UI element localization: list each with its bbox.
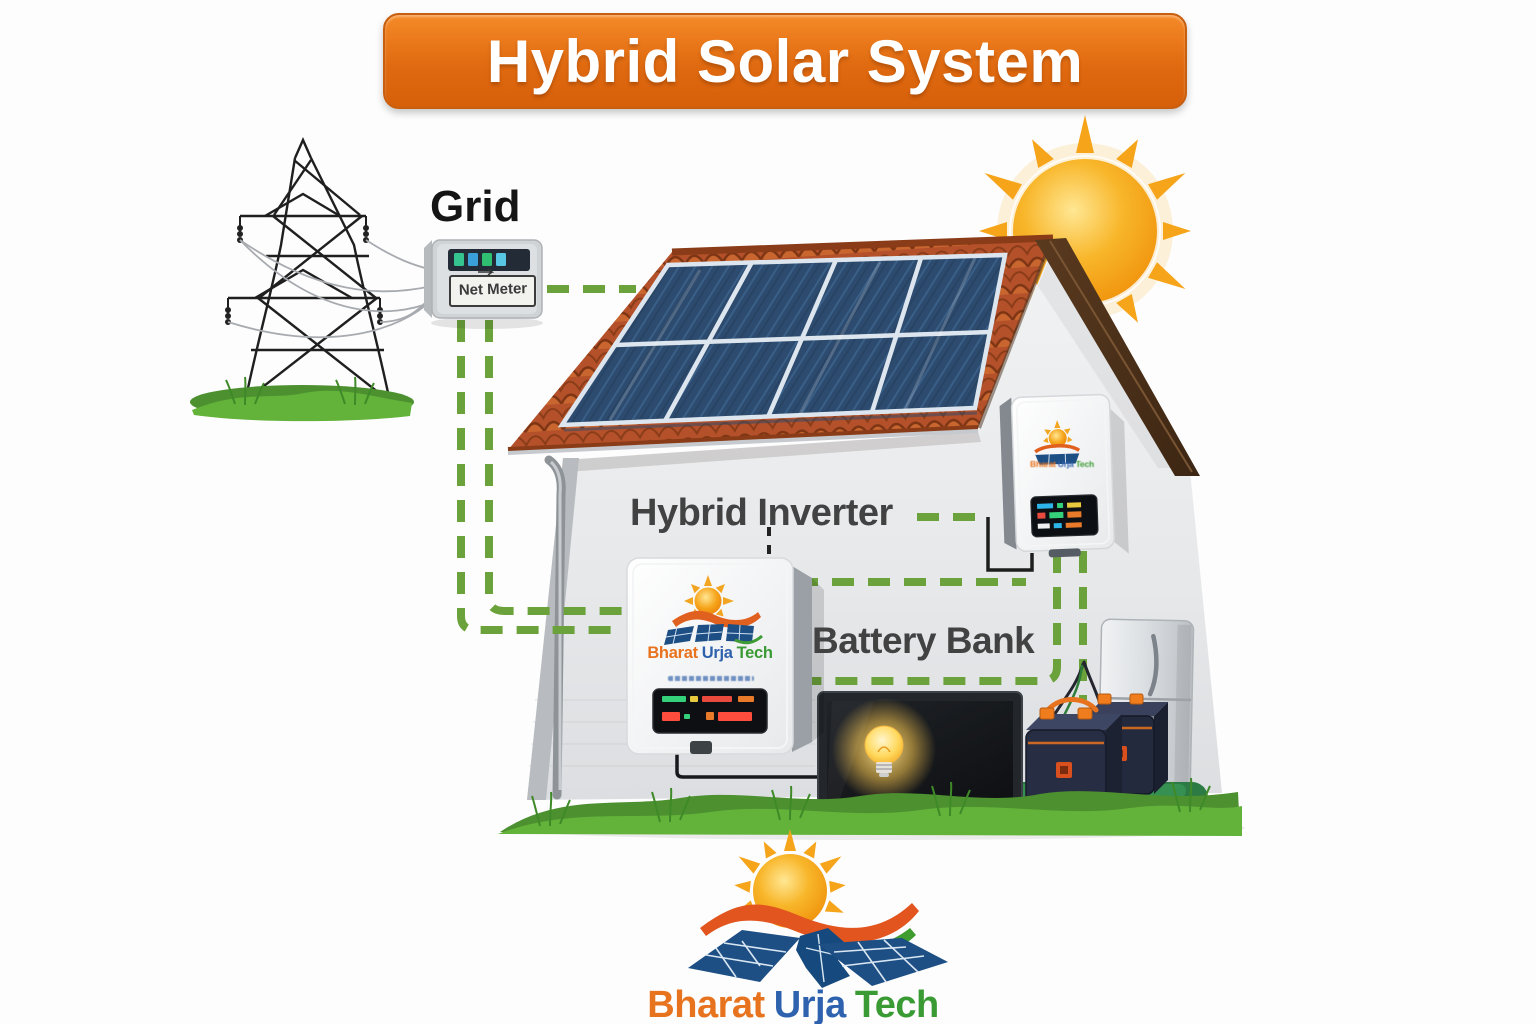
title-banner-label: Hybrid Solar System: [486, 27, 1084, 95]
wall-inverter-logo: [1034, 420, 1081, 465]
tv-appliance: [817, 691, 1023, 828]
brand-word-tech: Tech: [736, 644, 773, 662]
battery-boxes: [986, 660, 1208, 820]
connection-dashed-lines: [457, 285, 1087, 700]
hybrid-inverter-label: Hybrid Inverter: [630, 492, 893, 534]
solar-panel-array: [557, 252, 1008, 432]
battery-bank-label: Battery Bank: [812, 620, 1035, 661]
title-banner: Hybrid Solar System: [383, 13, 1187, 109]
brand-word-urja: Urja: [773, 984, 846, 1024]
transmission-tower-icon: [225, 137, 392, 404]
brand-word-tech: Tech: [854, 984, 939, 1024]
brand-word-bharat: Bharat: [647, 984, 765, 1024]
brand-word-urja: Urja: [701, 644, 733, 662]
net-meter-label: Net Meter: [458, 280, 528, 299]
wall-inverter-display: [1030, 494, 1099, 538]
inverter-tagline-decoration: [668, 676, 754, 681]
grid-label: Grid: [430, 182, 521, 231]
light-bulb-icon: [864, 725, 904, 777]
brand-word-bharat: Bharat: [647, 644, 698, 662]
brand-word-bharat: Bharat: [1030, 459, 1056, 469]
brand-word-tech: Tech: [1075, 459, 1095, 469]
net-meter-device: [424, 239, 543, 329]
connector-pointer-lines: [675, 517, 1034, 779]
house-grass: [498, 777, 1242, 836]
power-lines: [227, 239, 434, 339]
brand-word-urja: Urja: [1057, 459, 1074, 469]
inverter-display: [652, 688, 768, 734]
bharat-urja-tech-logo: [664, 575, 763, 645]
hybrid-inverter-device: [626, 557, 824, 755]
footer-brand-logo: [688, 829, 948, 988]
wall-inverter-device: [999, 393, 1129, 558]
tower-grass: [190, 376, 414, 422]
